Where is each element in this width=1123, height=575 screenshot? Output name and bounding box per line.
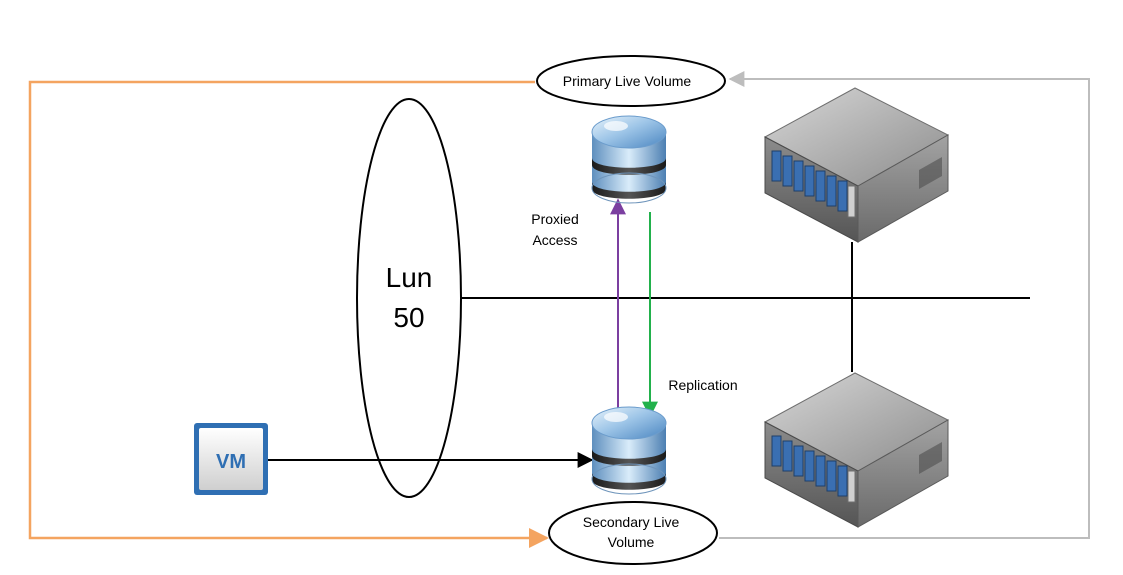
orange-path-arrow — [28, 80, 549, 548]
primary-database-icon — [591, 115, 667, 204]
proxied-access-label-line1: Proxied — [531, 211, 578, 227]
gray-path-arrow — [719, 71, 1090, 539]
lun-label-line1: Lun — [386, 262, 433, 293]
primary-server-icon — [763, 87, 950, 243]
secondary-live-volume-label-line2: Volume — [608, 534, 655, 550]
replication-label: Replication — [668, 377, 737, 393]
primary-live-volume: Primary Live Volume — [536, 55, 726, 107]
secondary-live-volume: Secondary Live Volume — [548, 501, 718, 565]
proxied-access-label-line2: Access — [532, 232, 577, 248]
secondary-database-icon — [591, 406, 667, 495]
lun-label-line2: 50 — [393, 302, 424, 333]
primary-live-volume-label: Primary Live Volume — [563, 73, 692, 89]
secondary-server-icon — [763, 372, 950, 528]
vm-label: VM — [216, 451, 246, 473]
vm-icon: VM — [194, 423, 268, 495]
secondary-live-volume-label-line1: Secondary Live — [583, 514, 680, 530]
lun-50: Lun 50 — [356, 98, 462, 498]
